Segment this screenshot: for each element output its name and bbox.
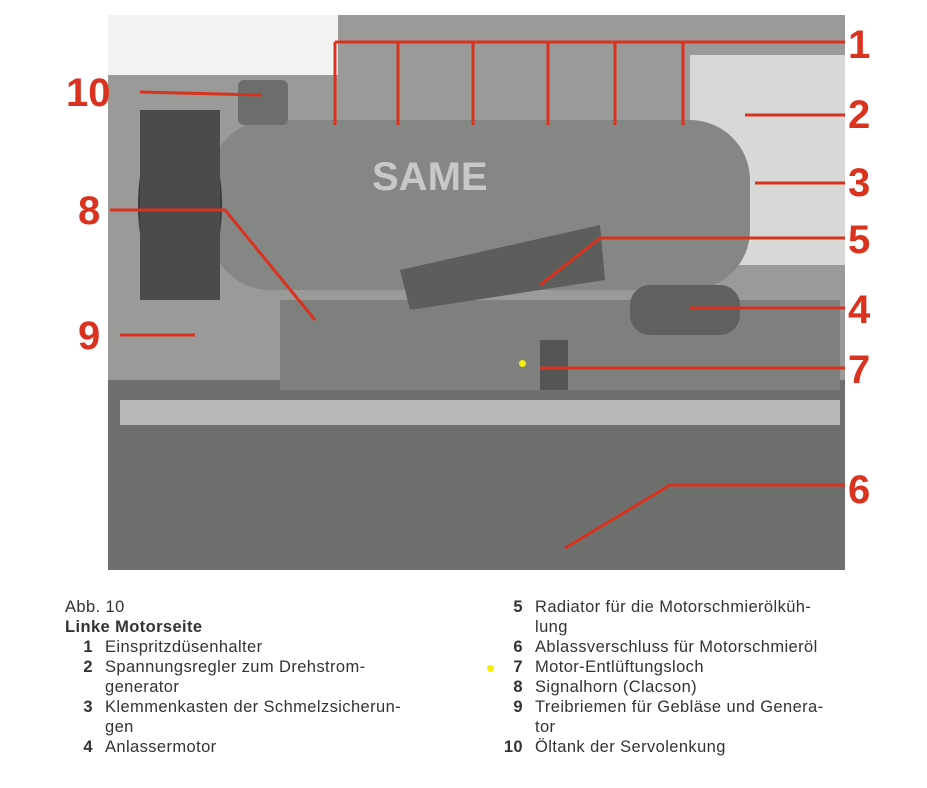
legend-item: 6 Ablassverschluss für Motorschmieröl	[495, 637, 895, 657]
legend-text: Motor-Entlüftungsloch	[535, 658, 704, 676]
callout-7: 7	[848, 348, 870, 392]
breather	[540, 340, 568, 390]
callout-10: 10	[66, 71, 111, 115]
legend-text: Klemmenkasten der Schmelzsicherun-gen	[105, 698, 402, 736]
legend-number: 2	[83, 658, 93, 676]
legend-item: 3 Klemmenkasten der Schmelzsicherun-gen	[65, 697, 465, 737]
callout-5: 5	[848, 218, 870, 262]
callout-4: 4	[848, 288, 871, 332]
legend-number: 5	[513, 598, 523, 616]
legend-item: 8 Signalhorn (Clacson)	[495, 677, 895, 697]
legend-text: Spannungsregler zum Drehstrom-generator	[105, 658, 366, 696]
air-filter-housing	[210, 120, 750, 290]
legend-item: 10 Öltank der Servolenkung	[495, 737, 895, 757]
starter-motor	[630, 285, 740, 335]
highlight-dot	[519, 360, 526, 367]
legend-text: Öltank der Servolenkung	[535, 738, 726, 756]
caption-title: Linke Motorseite	[65, 618, 203, 636]
legend-item: 9 Treibriemen für Gebläse und Genera-tor	[495, 697, 895, 737]
oil-cooler	[400, 225, 605, 310]
legend-number: 3	[83, 698, 93, 716]
legend-item: 2 Spannungsregler zum Drehstrom-generator	[65, 657, 465, 697]
legend-item: 1 Einspritzdüsenhalter	[65, 637, 465, 657]
figure-number: Abb. 10	[65, 598, 125, 616]
callout-9: 9	[78, 314, 100, 358]
leader-lines	[110, 40, 845, 550]
legend-number: 1	[83, 638, 93, 656]
oil-tank	[238, 80, 288, 125]
legend-number: 7	[513, 658, 523, 676]
callout-6: 6	[848, 468, 870, 512]
legend-number: 4	[83, 738, 93, 756]
callout-1: 1	[848, 23, 870, 67]
highlight-dot	[487, 665, 494, 672]
legend-text: Einspritzdüsenhalter	[105, 638, 263, 656]
legend-text: Ablassverschluss für Motorschmieröl	[535, 638, 818, 656]
callout-8: 8	[78, 189, 100, 233]
legend-text: Radiator für die Motorschmierölküh-lung	[535, 598, 812, 636]
legend-item: 5 Radiator für die Motorschmierölküh-lung	[495, 597, 895, 637]
legend-item: 7 Motor-Entlüftungsloch	[495, 657, 895, 677]
legend-number: 8	[513, 678, 523, 696]
legend-number: 6	[513, 638, 523, 656]
legend-text: Treibriemen für Gebläse und Genera-tor	[535, 698, 824, 736]
engine-photo: SAME 1 2 3 4 5 6 7 8 9 10	[66, 15, 871, 570]
caption-left: Abb. 10 Linke Motorseite 1 Einspritzdüsen…	[65, 597, 465, 757]
legend-text: Anlassermotor	[105, 738, 217, 756]
callout-3: 3	[848, 161, 870, 205]
caption-right: 5 Radiator für die Motorschmierölküh-lung…	[495, 597, 895, 757]
legend-text: Signalhorn (Clacson)	[535, 678, 698, 696]
legend-item: 4 Anlassermotor	[65, 737, 465, 757]
callout-2: 2	[848, 93, 870, 137]
brand-text: SAME	[372, 155, 488, 199]
legend-number: 10	[503, 738, 523, 756]
legend-number: 9	[513, 698, 523, 716]
